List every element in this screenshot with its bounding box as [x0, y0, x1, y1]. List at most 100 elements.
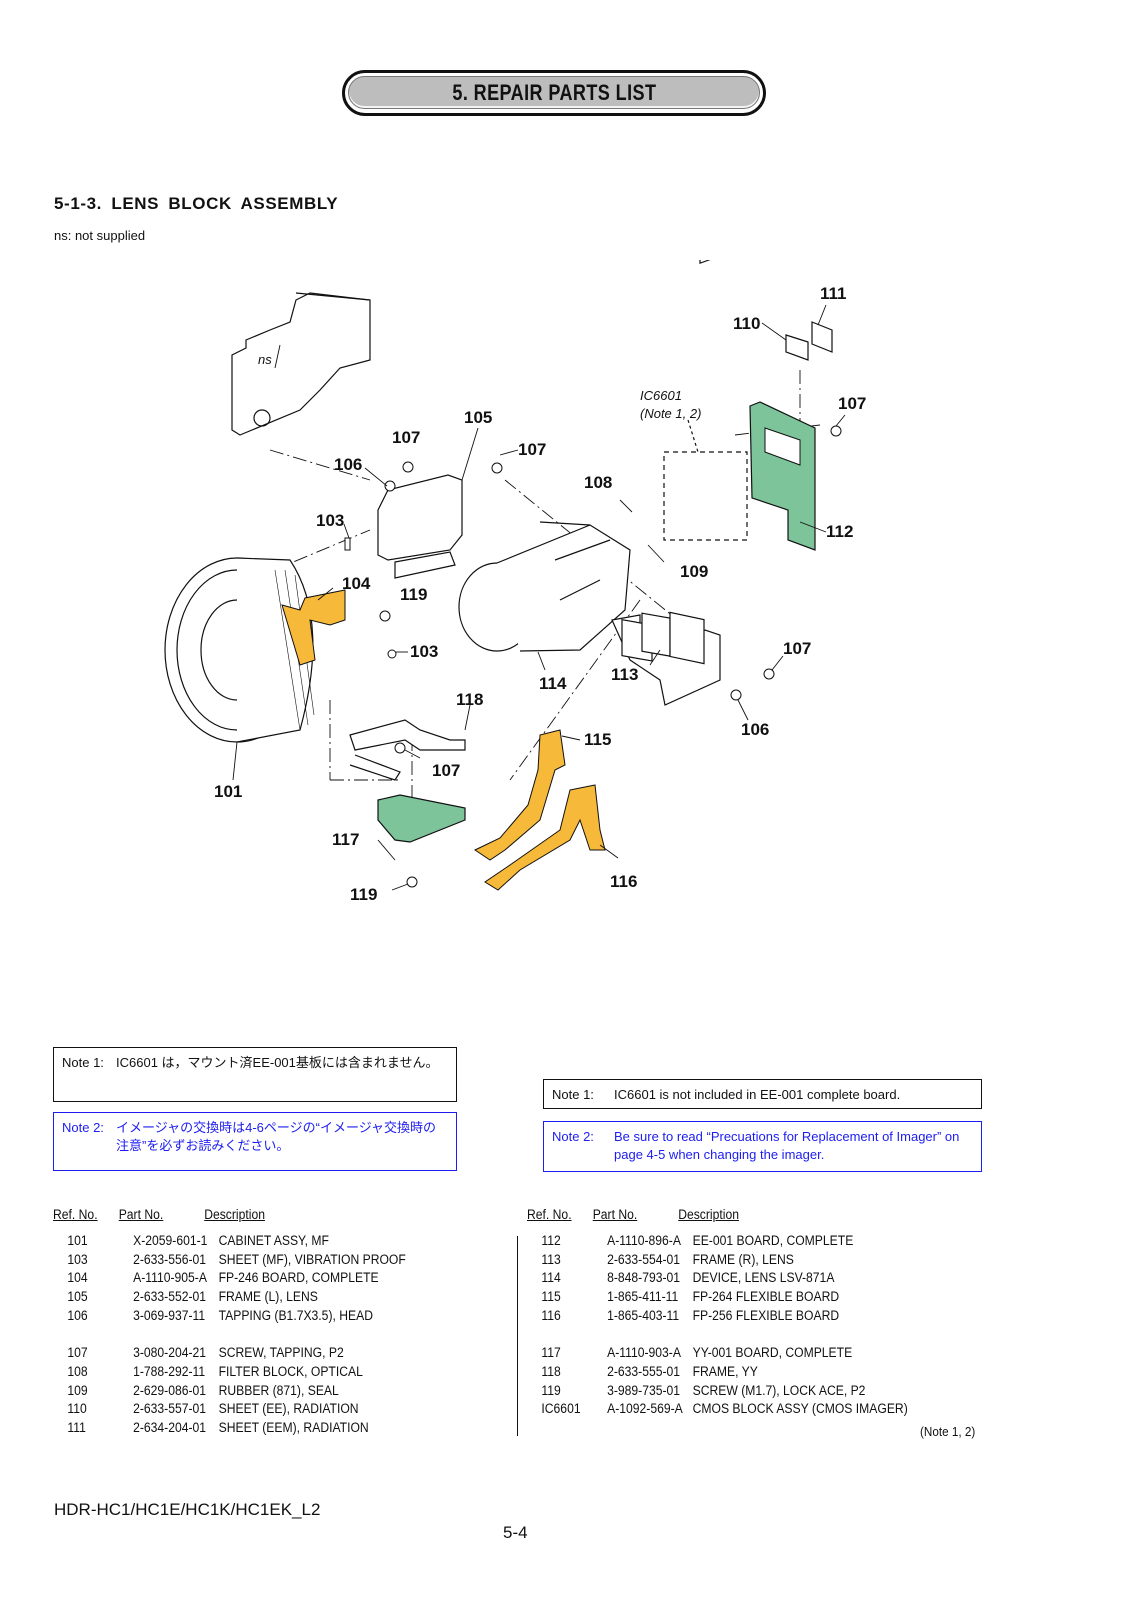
ns-bracket [231, 292, 371, 436]
description-cell: SCREW, TAPPING, P2 [218, 1345, 344, 1361]
frame-yy [349, 719, 466, 751]
diagram-drawing [164, 260, 846, 891]
callout-105: 105 [464, 408, 493, 427]
screw-107-e [394, 742, 406, 754]
description-cell: FP-264 FLEXIBLE BOARD [692, 1289, 840, 1305]
page-number: 5-4 [503, 1523, 528, 1542]
table-row: 116 1-865-403-11 FP-256 FLEXIBLE BOARD [527, 1307, 908, 1326]
screw-107-c [830, 425, 842, 437]
note-1-en-label: Note 1: [552, 1087, 594, 1102]
ref-no-cell: 107 [67, 1345, 88, 1361]
group-spacer [53, 1325, 445, 1344]
callout-114: 114 [539, 674, 567, 693]
screw-107-d [763, 668, 775, 680]
col-description: Description [204, 1207, 265, 1222]
callout-110: 110 [733, 314, 761, 333]
sheet-103-b [387, 649, 397, 659]
table-row: 117 A-1110-903-A YY-001 BOARD, COMPLETE [527, 1344, 908, 1363]
callout-116: 116 [610, 872, 638, 891]
part-no-cell: 1-865-411-11 [607, 1289, 679, 1305]
callout-107-ee: 107 [838, 394, 867, 413]
callout-107-frame-l: 107 [392, 428, 421, 447]
section-title: 5-1-3. LENS BLOCK ASSEMBLY [54, 194, 339, 213]
ns-label: ns [258, 352, 272, 367]
ic6601-footnote: (Note 1, 2) [920, 1424, 976, 1439]
description-cell: FP-246 BOARD, COMPLETE [218, 1270, 379, 1286]
part-no-cell: 2-633-557-01 [133, 1401, 207, 1417]
callout-106-top: 106 [334, 455, 363, 474]
bracket-hole [253, 409, 271, 427]
description-cell: YY-001 BOARD, COMPLETE [692, 1345, 853, 1361]
ref-no-cell: 112 [541, 1233, 561, 1248]
callout-104: 104 [342, 574, 371, 593]
yy-001-board [377, 794, 466, 843]
note-1-en: Note 1: IC6601 is not included in EE-001… [543, 1079, 982, 1109]
ref-no-cell: IC6601 [541, 1401, 581, 1417]
callout-108: 108 [584, 473, 613, 492]
description-cell: FP-256 FLEXIBLE BOARD [692, 1307, 840, 1323]
screw-106-a [384, 480, 396, 492]
sheet-ee [785, 334, 809, 361]
ref-no-cell: 103 [67, 1251, 88, 1267]
parts-table-header: Ref. No. Part No. Description [53, 1207, 406, 1222]
part-no-cell: 2-633-555-01 [607, 1363, 681, 1379]
ref-no-cell: 109 [67, 1382, 88, 1398]
callout-107-yy: 107 [432, 761, 461, 780]
note-1-en-text: IC6601 is not included in EE-001 complet… [614, 1087, 901, 1102]
callout-113: 113 [611, 665, 639, 684]
ic6601-dashed-box [663, 451, 748, 541]
fp-256-flex [484, 784, 606, 891]
section-header-banner: 5. REPAIR PARTS LIST [342, 70, 766, 116]
description-cell: FRAME (R), LENS [692, 1251, 794, 1267]
callout-112: 112 [826, 522, 854, 541]
ref-no-cell: 116 [541, 1307, 561, 1323]
col-part-no: Part No. [118, 1207, 164, 1222]
note-2-en-label: Note 2: [552, 1129, 594, 1144]
fp-264-flex [473, 729, 566, 861]
part-no-cell: 2-634-204-01 [133, 1419, 207, 1435]
note-1-jp-text: IC6601 は，マウント済EE-001基板には含まれません。 [116, 1055, 439, 1070]
part-no-cell: X-2059-601-1 [133, 1233, 208, 1248]
table-divider [517, 1236, 518, 1436]
screw-107-a [402, 461, 414, 473]
sheet-eem [811, 321, 833, 353]
description-cell: RUBBER (871), SEAL [218, 1382, 339, 1398]
ref-no-cell: 119 [541, 1382, 561, 1398]
part-no-cell: 2-633-554-01 [607, 1251, 681, 1267]
frame-l-lens [377, 474, 463, 561]
part-no-cell: A-1110-903-A [607, 1345, 681, 1361]
part-no-cell: 1-865-403-11 [607, 1307, 680, 1323]
description-cell: SHEET (EEM), RADIATION [218, 1419, 369, 1435]
col-ref-no: Ref. No. [53, 1207, 98, 1222]
part-no-cell: 3-069-937-11 [133, 1307, 206, 1323]
ic6601-note-label: (Note 1, 2) [640, 406, 702, 421]
callout-107-frame-r: 107 [783, 639, 812, 658]
model-number: HDR-HC1/HC1E/HC1K/HC1EK_L2 [54, 1500, 321, 1519]
note-2-jp-label: Note 2: [62, 1120, 104, 1135]
callout-115: 115 [584, 730, 612, 749]
callout-118: 118 [456, 690, 484, 709]
parts-table-header: Ref. No. Part No. Description [527, 1207, 908, 1222]
ref-no-cell: 108 [67, 1363, 88, 1379]
sheet-103-a [344, 537, 351, 551]
note-1-jp-label: Note 1: [62, 1055, 104, 1070]
ref-no-cell: 101 [67, 1233, 88, 1248]
screw-107-b [491, 462, 503, 474]
note-1-jp: Note 1: IC6601 は，マウント済EE-001基板には含まれません。 [53, 1047, 457, 1102]
callout-106-bottom: 106 [741, 720, 770, 739]
ref-no-cell: 117 [541, 1345, 561, 1361]
callout-101: 101 [214, 782, 243, 801]
callout-103-top: 103 [316, 511, 345, 530]
